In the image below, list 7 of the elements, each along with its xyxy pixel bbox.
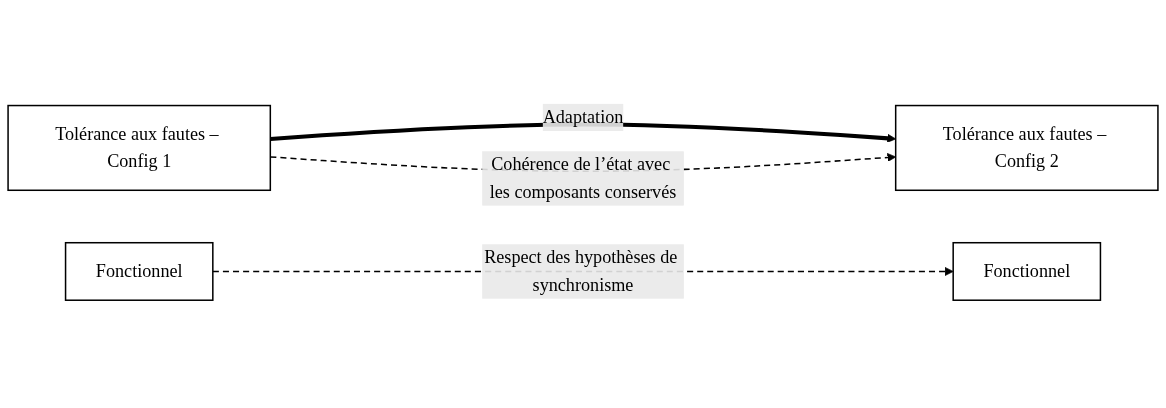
edge-label: Respect des hypothèses de synchronisme: [484, 247, 678, 295]
edge-label: Cohérence de l’état avec les composants conservés: [489, 154, 677, 202]
node-box: Fonctionnel: [64, 241, 214, 301]
edge-label: Adaptation: [542, 106, 624, 127]
node-box: Fonctionnel: [952, 241, 1102, 301]
node-box: Tolérance aux fautes – Config 2: [894, 104, 1159, 192]
node-box: Tolérance aux fautes – Config 1: [7, 104, 272, 192]
